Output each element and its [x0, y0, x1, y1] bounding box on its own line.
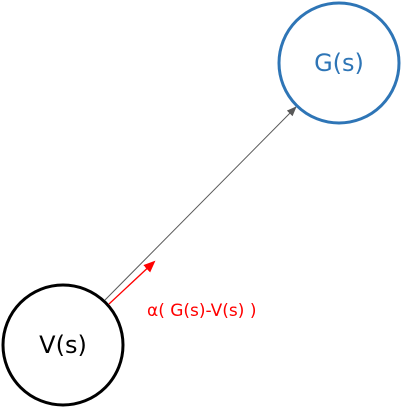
goal-node: G(s): [277, 1, 401, 125]
update-formula-label: α( G(s)-V(s) ): [147, 301, 256, 321]
goal-node-circle: [277, 1, 401, 125]
goal-node-label: G(s): [314, 49, 364, 77]
value-node-circle: [1, 283, 125, 407]
update-arrow: [108, 260, 156, 305]
direction-arrow: [104, 106, 297, 301]
value-node: V(s): [1, 283, 125, 407]
value-node-label: V(s): [39, 331, 87, 359]
